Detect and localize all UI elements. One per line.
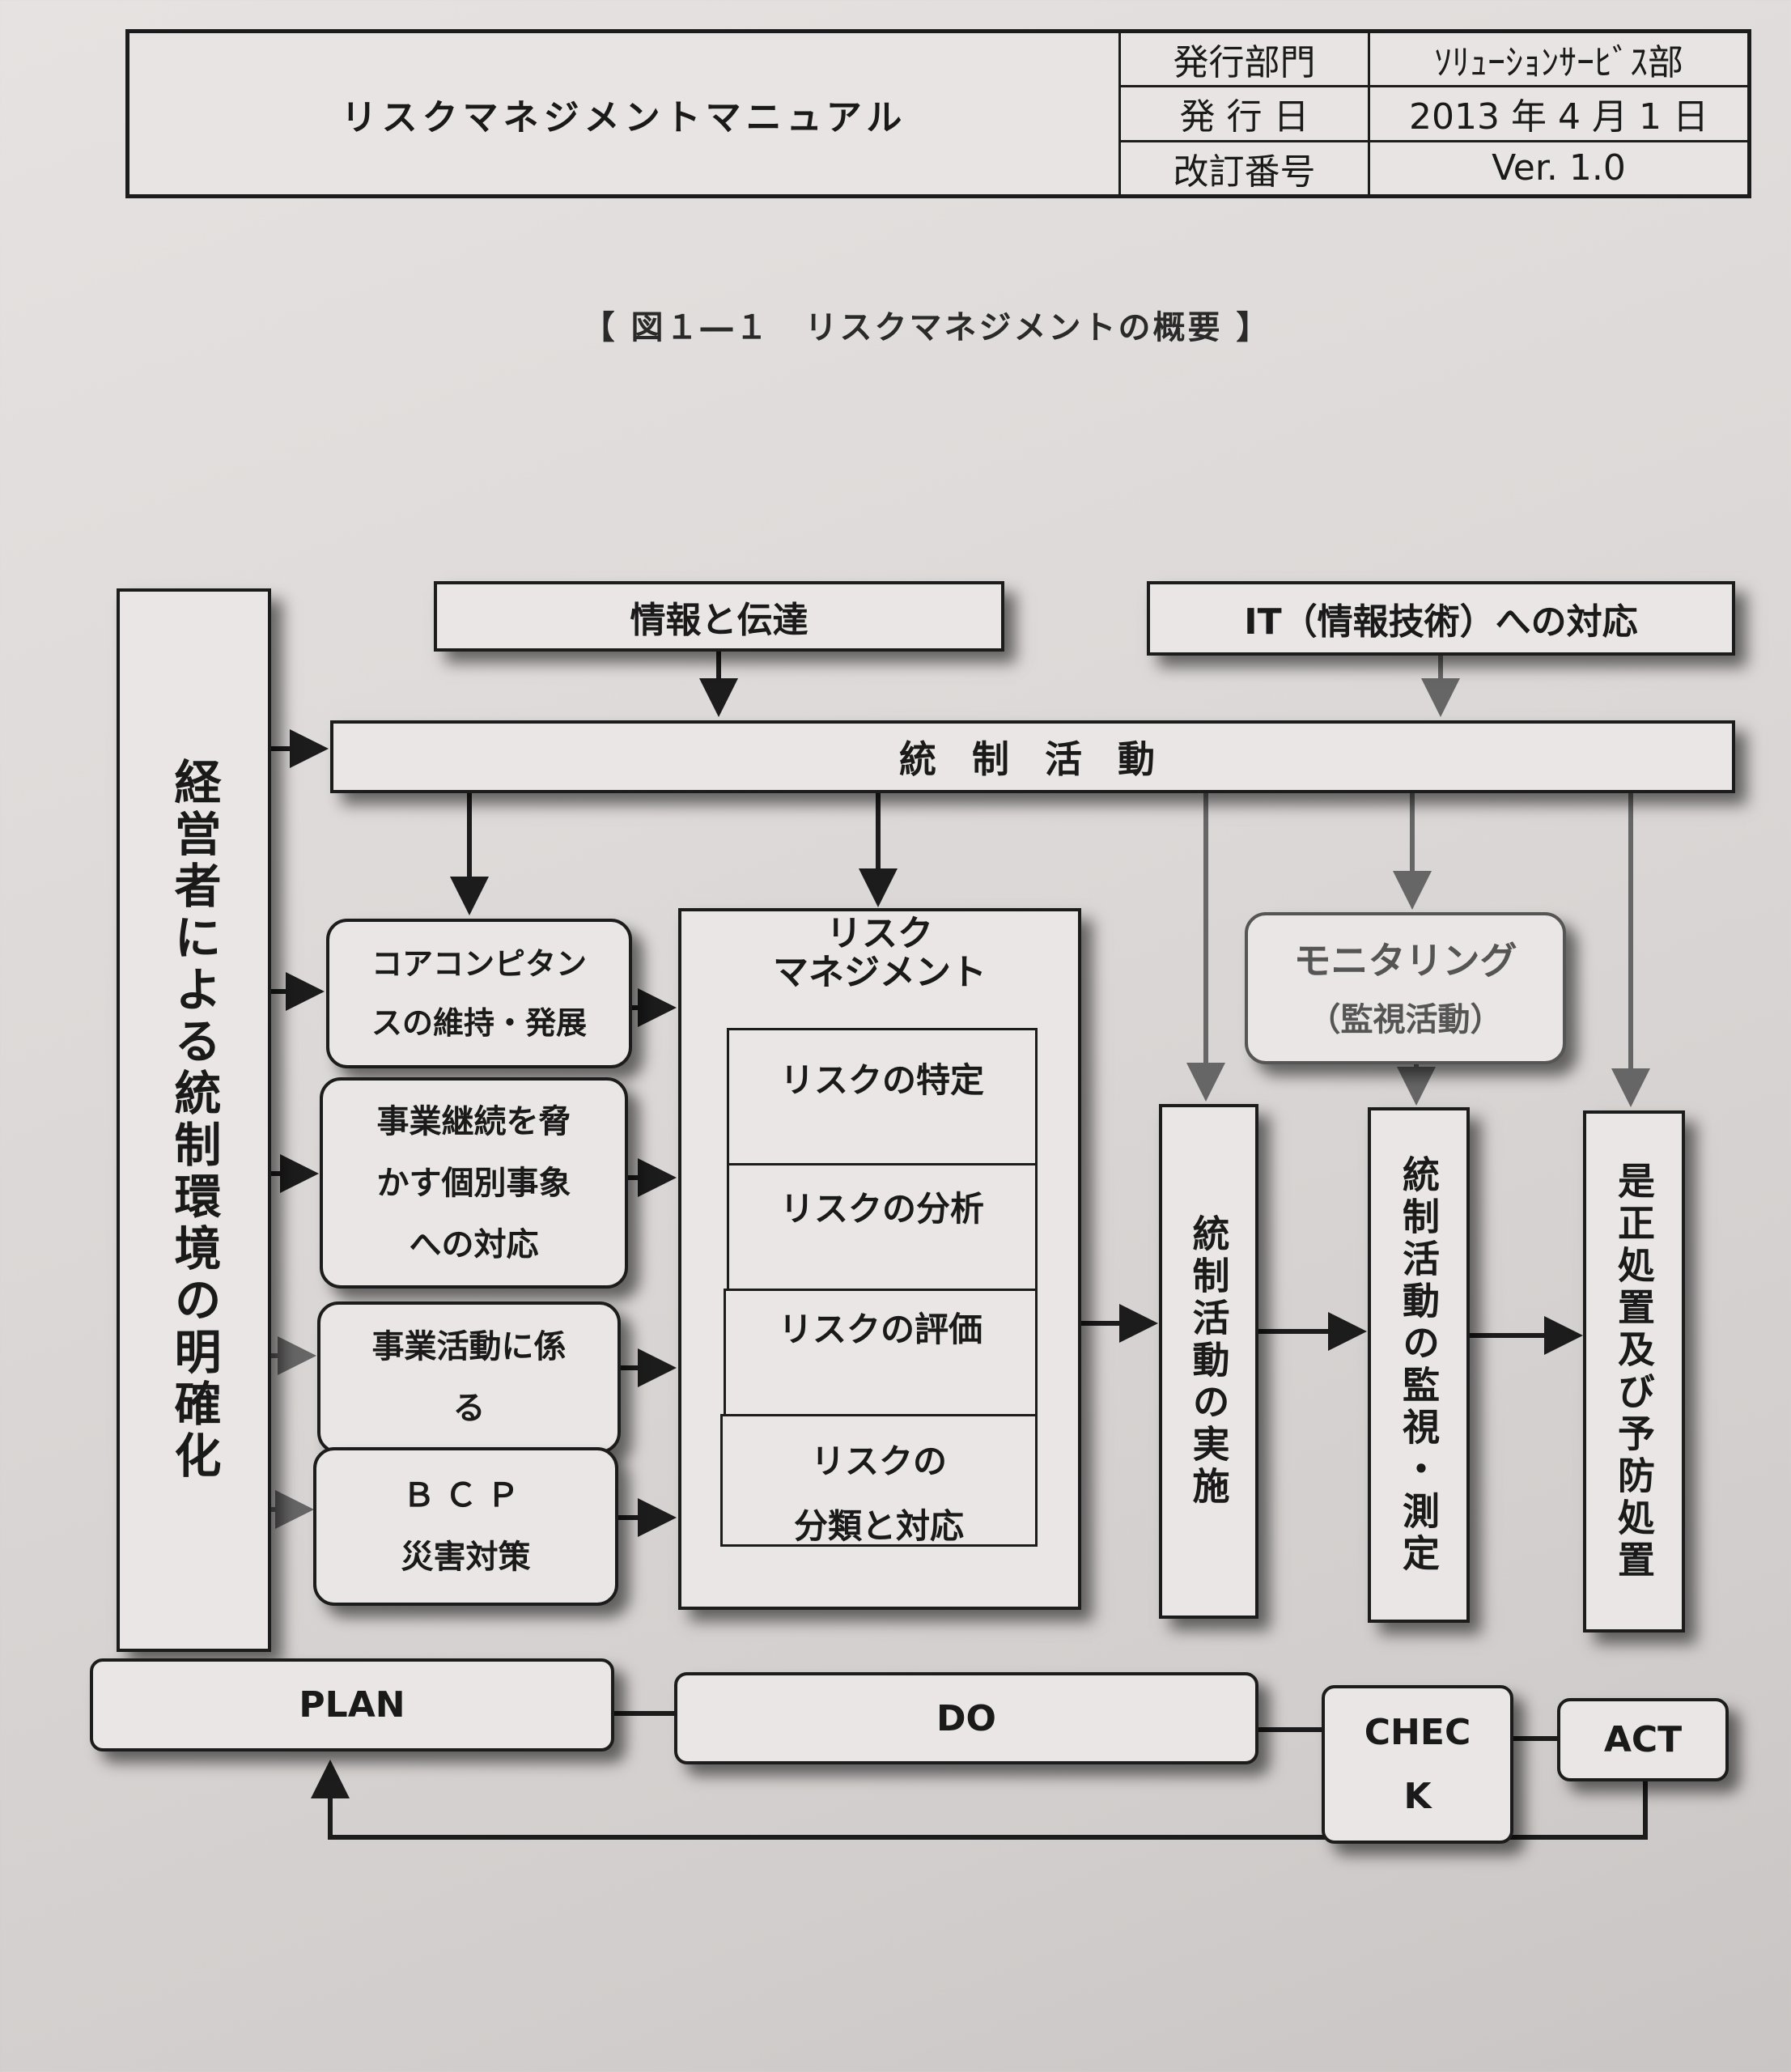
box-line: スの維持・発展 — [371, 1004, 587, 1041]
business-activities-box: 事業活動に係 る — [317, 1301, 621, 1454]
box-line: る — [452, 1390, 486, 1427]
risk-step-evaluate: リスクの評価 — [724, 1289, 1038, 1416]
bcp-box: ＢＣＰ 災害対策 — [313, 1447, 618, 1606]
act-box: ACT — [1557, 1698, 1729, 1781]
header-value: Ver. 1.0 — [1368, 139, 1751, 198]
box-line: ＢＣＰ — [402, 1477, 529, 1514]
monitoring-subtitle: （監視活動） — [1308, 1001, 1503, 1039]
risk-management-title: リスク — [826, 913, 933, 954]
control-implementation-box: 統制活動の実施 — [1159, 1104, 1258, 1619]
box-line: への対応 — [409, 1225, 539, 1263]
control-activities-bar: 統 制 活 動 — [330, 720, 1735, 793]
management-control-environment-box: 経営者による統制環境の明確化 — [117, 588, 271, 1652]
header-value: 2013 年 4 月 1 日 — [1368, 85, 1751, 142]
box-line: かす個別事象 — [376, 1164, 571, 1202]
check-line: CHEC — [1364, 1711, 1471, 1753]
control-monitoring-box: 統制活動の監視・測定 — [1368, 1107, 1470, 1623]
document-title: リスクマネジメントマニュアル — [126, 30, 1121, 197]
step-line: 分類と対応 — [793, 1505, 964, 1546]
header-label: 改訂番号 — [1118, 139, 1370, 198]
step-line: リスクの — [810, 1441, 947, 1481]
business-continuity-box: 事業継続を脅 かす個別事象 への対応 — [320, 1077, 628, 1289]
header-label: 発行部門 — [1118, 29, 1370, 88]
check-line: K — [1403, 1776, 1432, 1817]
risk-management-box: リスク マネジメント — [678, 908, 1081, 1610]
risk-step-analyze: リスクの分析 — [727, 1163, 1038, 1291]
header-value: ｿﾘｭｰｼｮﾝｻｰﾋﾞｽ部 — [1368, 29, 1751, 88]
it-response-box: IT（情報技術）への対応 — [1147, 581, 1735, 656]
box-line: 事業継続を脅 — [376, 1102, 571, 1140]
box-line: コアコンピタン — [371, 946, 587, 983]
do-box: DO — [674, 1672, 1258, 1764]
info-communication-box: 情報と伝達 — [434, 581, 1004, 652]
risk-management-title: マネジメント — [773, 952, 987, 994]
monitoring-box: モニタリング （監視活動） — [1245, 912, 1566, 1064]
box-line: 災害対策 — [401, 1539, 531, 1576]
figure-caption: 【 図１―１ リスクマネジメントの概要 】 — [582, 309, 1271, 346]
header-label: 発 行 日 — [1118, 85, 1370, 142]
core-competence-box: コアコンピタン スの維持・発展 — [326, 919, 632, 1068]
monitoring-title: モニタリング — [1293, 938, 1517, 983]
box-line: 事業活動に係 — [371, 1328, 567, 1365]
risk-step-identify: リスクの特定 — [727, 1028, 1038, 1166]
risk-step-classify: リスクの 分類と対応 — [720, 1414, 1038, 1547]
check-box: CHEC K — [1322, 1685, 1513, 1844]
corrective-action-box: 是正処置及び予防処置 — [1583, 1110, 1685, 1633]
plan-box: PLAN — [90, 1658, 614, 1751]
header-table: リスクマネジメントマニュアル 発行部門 ｿﾘｭｰｼｮﾝｻｰﾋﾞｽ部 発 行 日 … — [125, 29, 1751, 198]
